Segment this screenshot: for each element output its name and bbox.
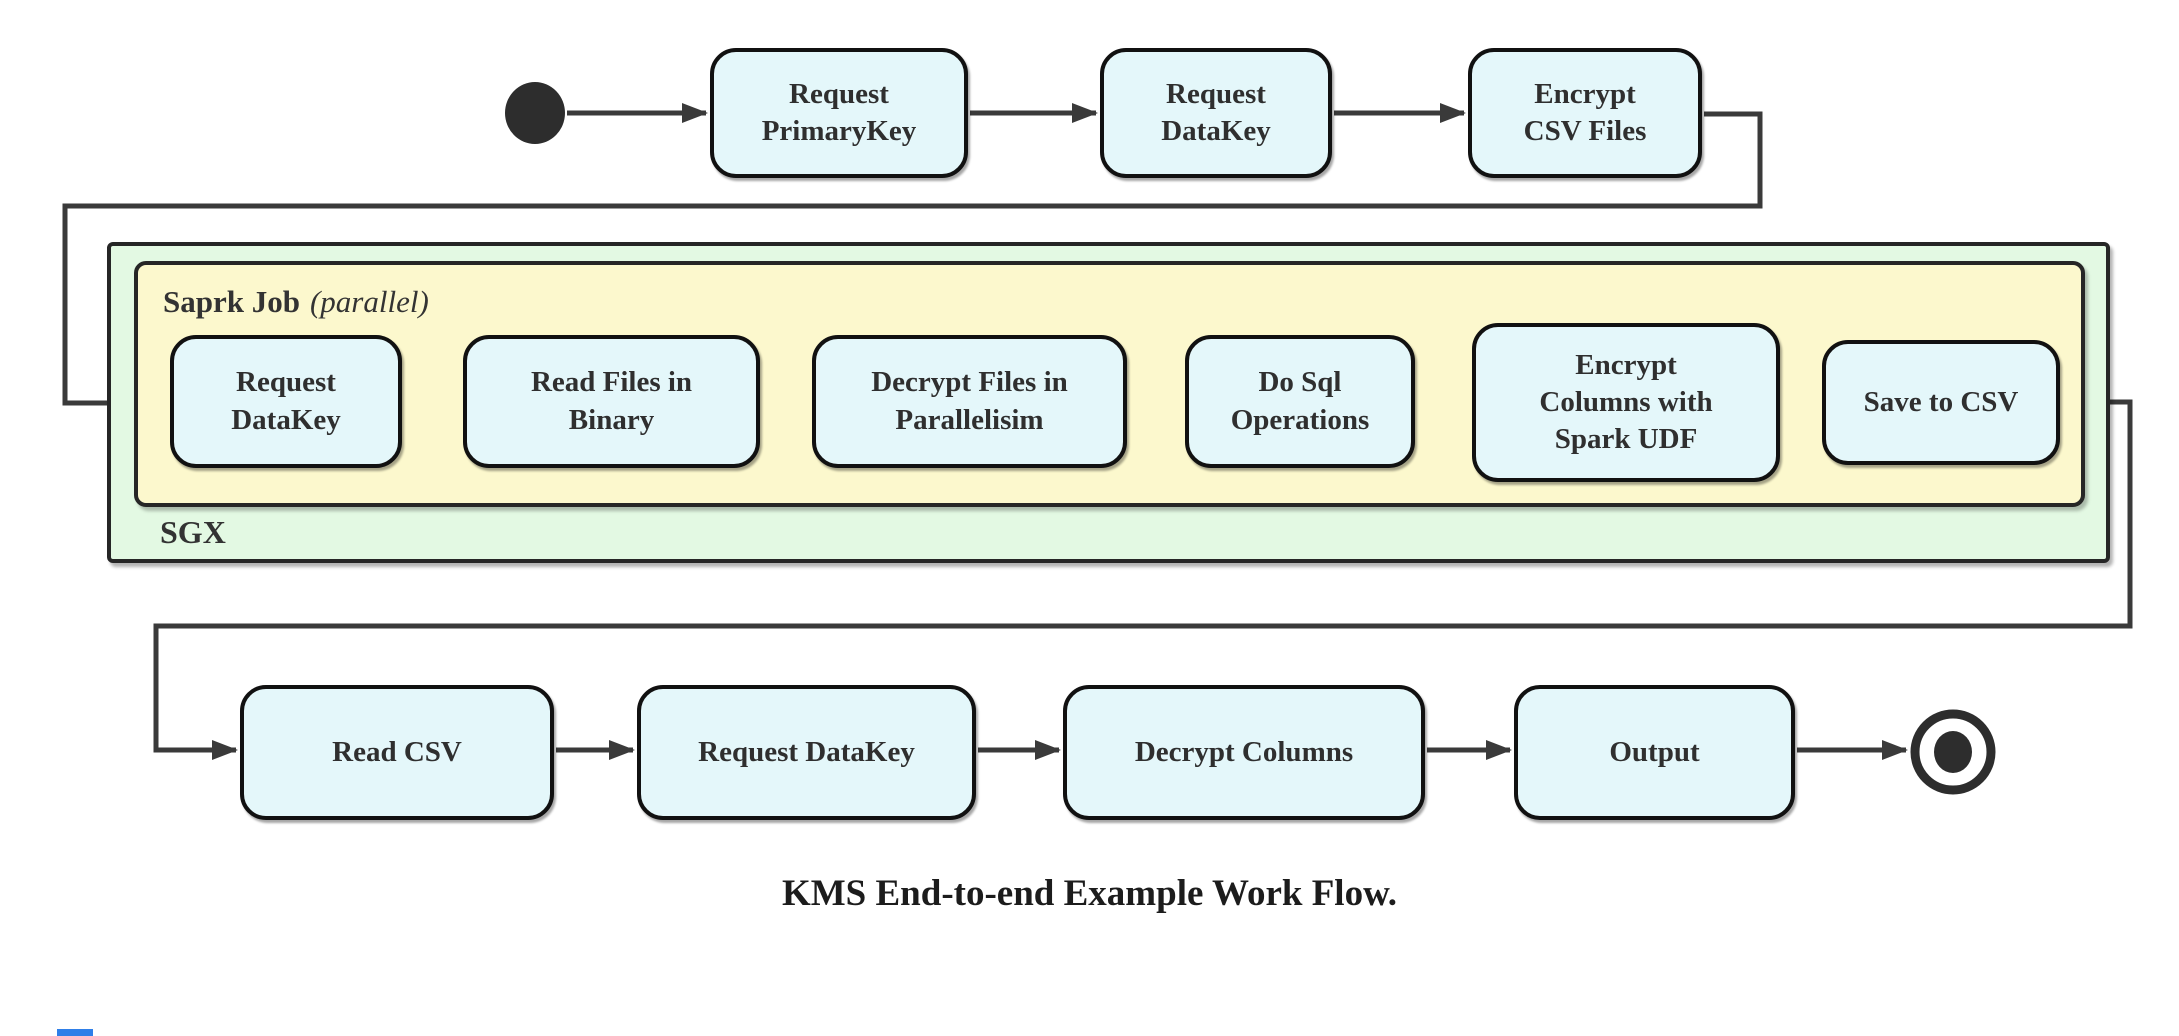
node-request-datakey-spark: Request DataKey bbox=[170, 335, 402, 468]
node-output: Output bbox=[1514, 685, 1795, 820]
start-node bbox=[505, 82, 565, 144]
diagram-caption: KMS End-to-end Example Work Flow. bbox=[781, 873, 1398, 914]
node-request-datakey-client: Request DataKey bbox=[637, 685, 976, 820]
node-read-files-in-binary: Read Files in Binary bbox=[463, 335, 760, 468]
spark-job-label-italic: (parallel) bbox=[309, 284, 429, 319]
node-decrypt-columns: Decrypt Columns bbox=[1063, 685, 1425, 820]
sgx-label: SGX bbox=[160, 514, 226, 550]
node-read-csv: Read CSV bbox=[240, 685, 554, 820]
node-request-datakey-top: Request DataKey bbox=[1100, 48, 1332, 178]
node-encrypt-columns-with-spark-udf: Encrypt Columns with Spark UDF bbox=[1472, 323, 1780, 482]
end-node-ring bbox=[1910, 709, 1996, 795]
node-encrypt-csv-files: Encrypt CSV Files bbox=[1468, 48, 1702, 178]
node-decrypt-files-in-parallelisim: Decrypt Files in Parallelisim bbox=[812, 335, 1127, 468]
blue-mark bbox=[57, 1029, 93, 1036]
end-node-dot bbox=[1934, 731, 1972, 773]
spark-job-label-bold: Saprk Job bbox=[163, 284, 300, 319]
node-request-primarykey: Request PrimaryKey bbox=[710, 48, 968, 178]
node-save-to-csv: Save to CSV bbox=[1822, 340, 2060, 465]
spark-job-label: Saprk Job (parallel) bbox=[163, 284, 429, 320]
node-do-sql-operations: Do Sql Operations bbox=[1185, 335, 1415, 468]
